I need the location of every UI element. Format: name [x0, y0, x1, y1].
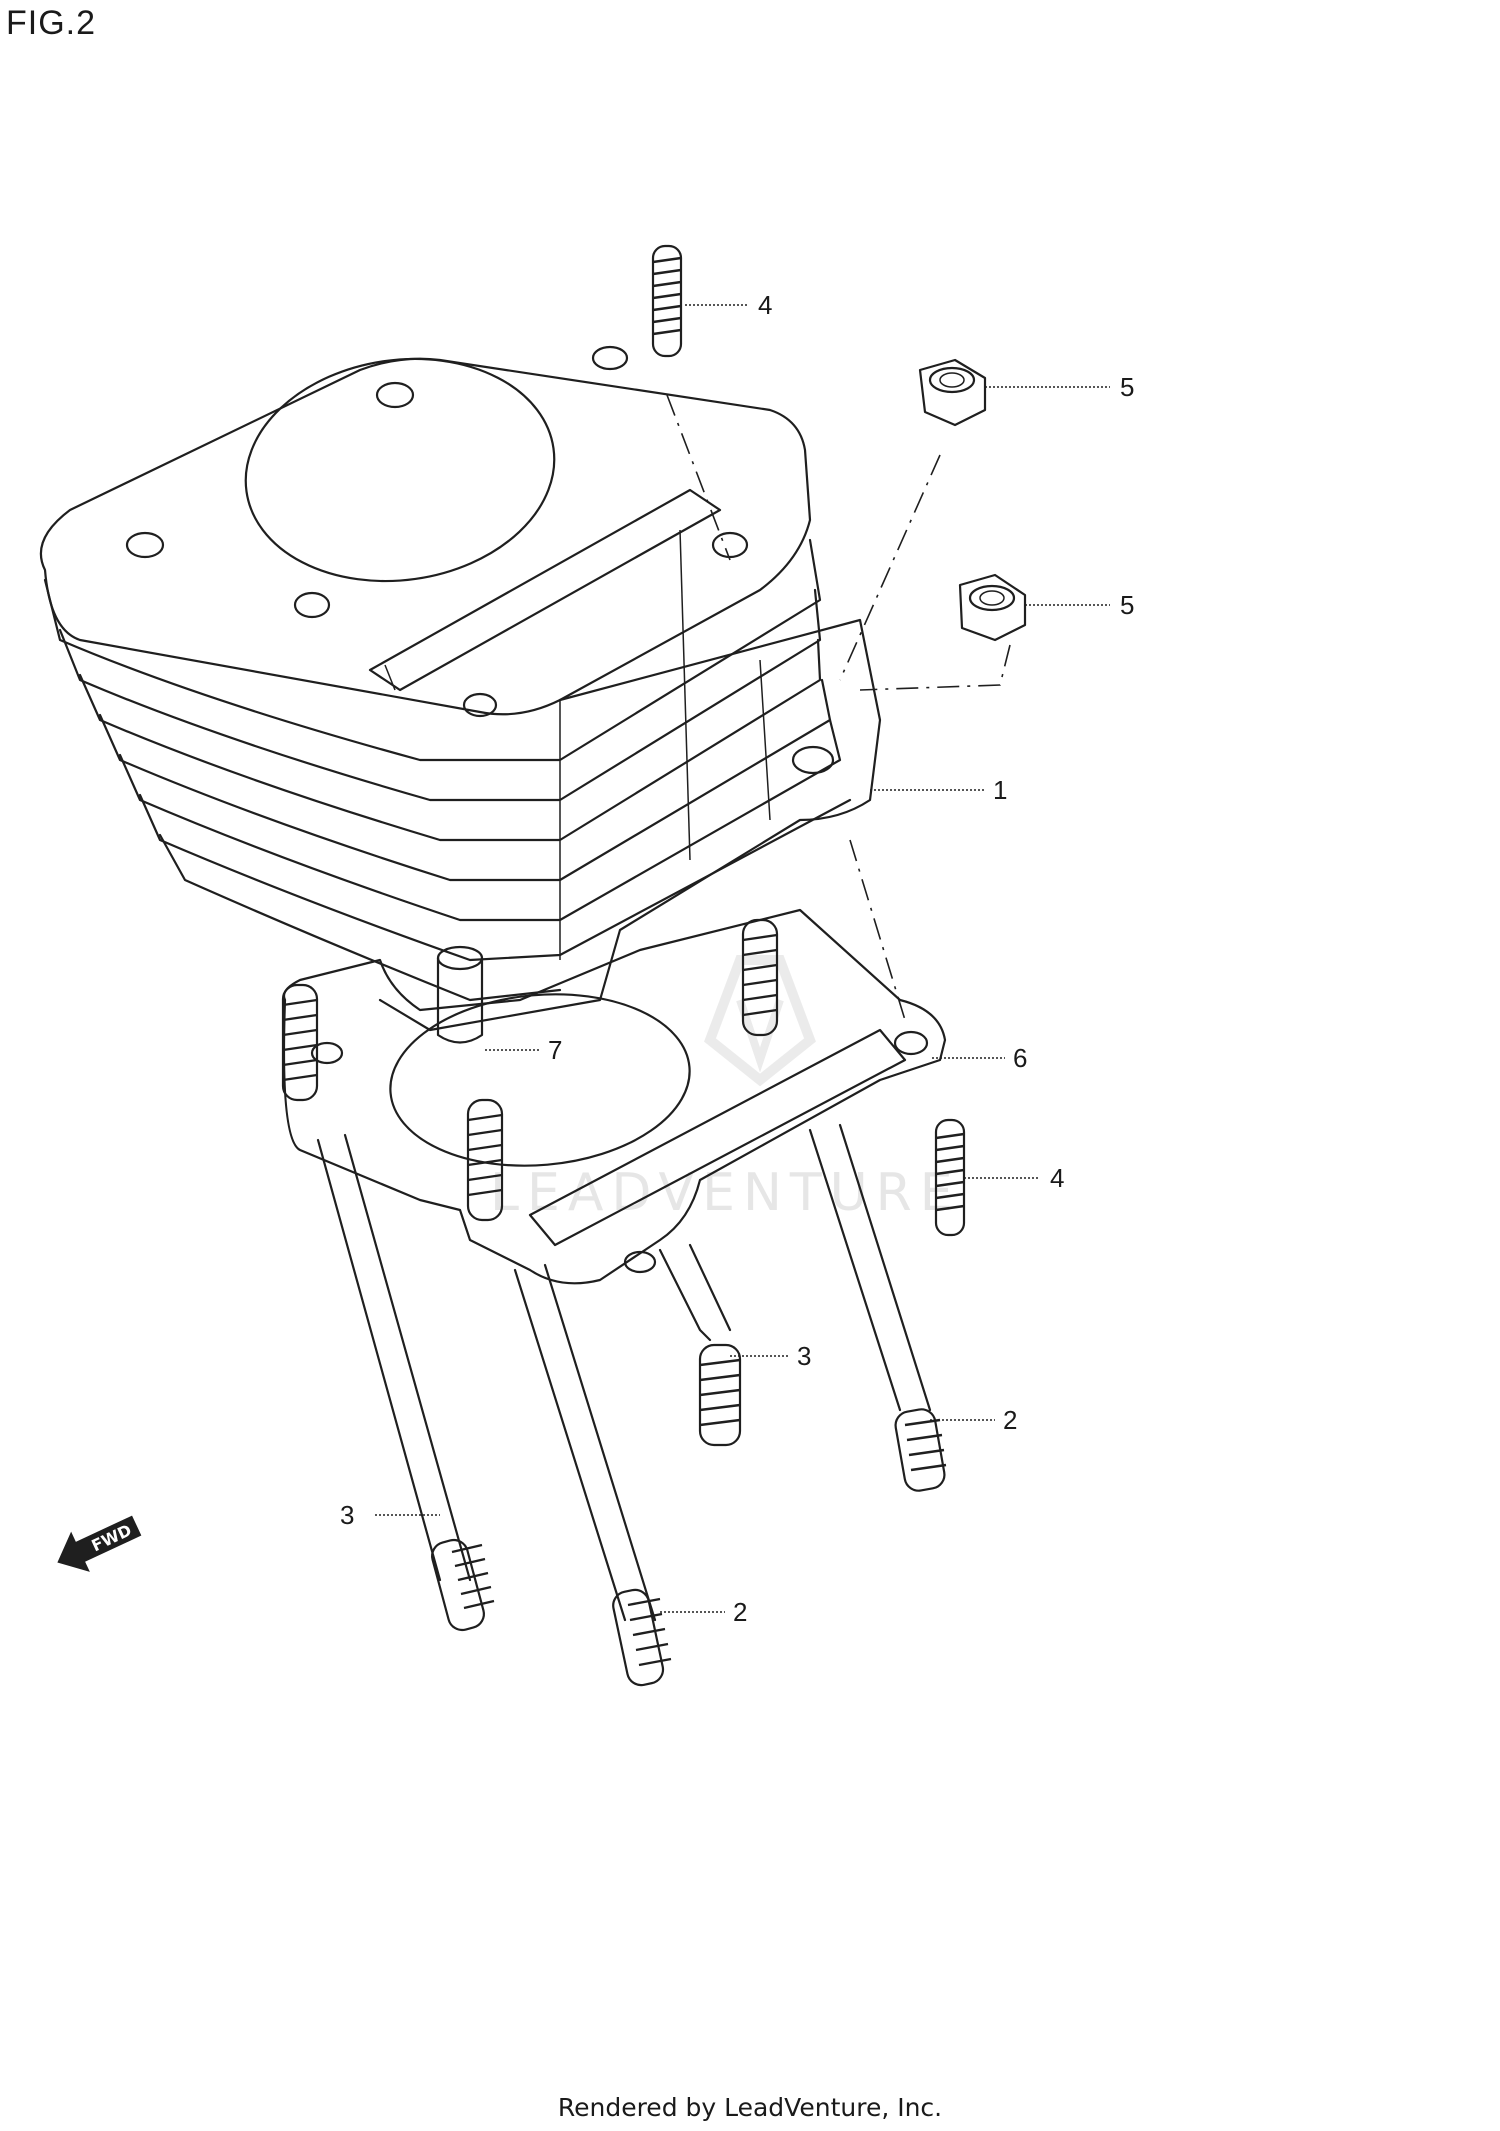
callout-4-top: 4	[758, 290, 772, 320]
watermark: LEADVENTURE	[490, 955, 961, 1223]
short-stud-gasket-front	[466, 1098, 504, 1222]
long-stud-part-2-bottom	[513, 1263, 672, 1687]
long-stud-part-3-mid	[658, 1243, 742, 1447]
watermark-text: LEADVENTURE	[490, 1163, 961, 1223]
callout-5-upper: 5	[1120, 372, 1134, 402]
callout-5-lower: 5	[1120, 590, 1134, 620]
callout-leaders	[375, 304, 1110, 1613]
callout-numbers: 4 5 5 1 7 6 4 3 2 3 2	[340, 290, 1134, 1627]
assembly-centerlines	[666, 394, 1011, 1021]
callout-1: 1	[993, 775, 1007, 805]
cylinder-part-1	[39, 345, 882, 1032]
forward-direction-arrow: FWD	[57, 1515, 142, 1572]
long-stud-part-2-right	[808, 1123, 947, 1492]
figure-title: FIG.2	[6, 4, 97, 42]
callout-3-mid: 3	[797, 1341, 811, 1371]
short-stud-gasket-left	[281, 983, 319, 1102]
watermark-logo	[704, 955, 816, 1087]
flange-nut-part-5-upper	[918, 358, 987, 427]
render-credit-footer: Rendered by LeadVenture, Inc.	[557, 2093, 943, 2122]
short-stud-gasket-right	[741, 918, 779, 1037]
stud-bolt-part-4-top	[651, 244, 683, 358]
dowel-pin-part-7	[436, 945, 484, 1044]
fwd-arrow-icon	[57, 1515, 142, 1572]
callout-4-right: 4	[1050, 1163, 1064, 1193]
base-gasket-part-6	[282, 908, 947, 1285]
callout-2-bottom: 2	[733, 1597, 747, 1627]
flange-nut-part-5-lower	[958, 573, 1027, 642]
callout-2-right: 2	[1003, 1405, 1017, 1435]
callout-3-left: 3	[340, 1500, 354, 1530]
callout-6: 6	[1013, 1043, 1027, 1073]
callout-7: 7	[548, 1035, 562, 1065]
long-stud-part-3-left	[316, 1133, 495, 1632]
